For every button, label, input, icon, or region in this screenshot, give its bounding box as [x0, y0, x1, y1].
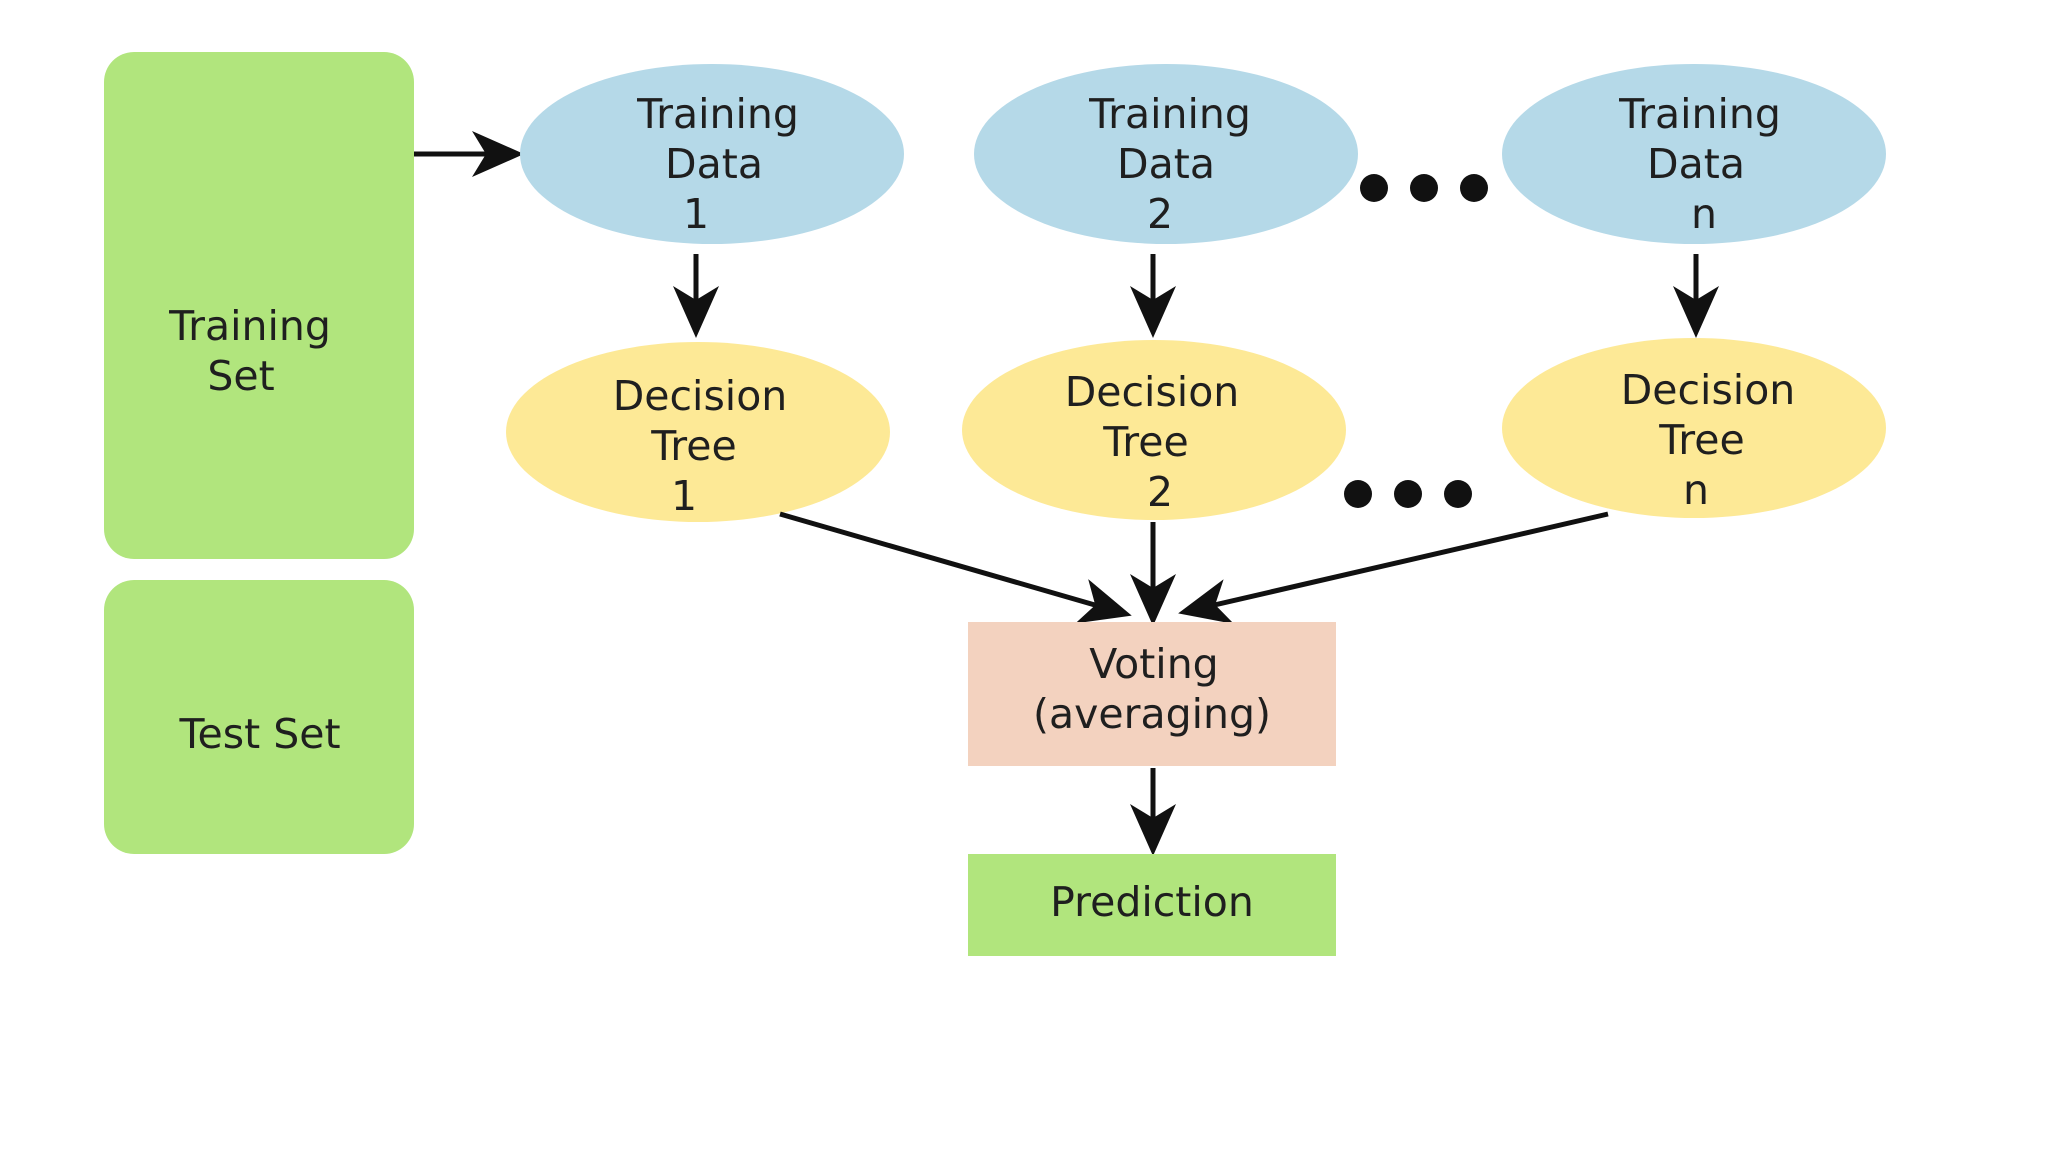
training-data-node-1: Training Data 1 — [520, 64, 904, 244]
voting-label-line1: Voting — [1089, 640, 1218, 688]
prediction-label: Prediction — [1050, 878, 1254, 926]
training-data-1-line2: Data — [665, 140, 763, 188]
decision-tree-1-line1: Decision — [613, 372, 788, 420]
training-data-n-line1: Training — [1618, 90, 1781, 138]
decision-tree-node-2: Decision Tree 2 — [962, 340, 1346, 520]
training-data-node-2: Training Data 2 — [974, 64, 1358, 244]
prediction-shape — [968, 854, 1336, 956]
decision-tree-n-line1: Decision — [1621, 366, 1796, 414]
test-set-label: Test Set — [178, 710, 340, 758]
training-data-1-line3: 1 — [683, 190, 709, 238]
training-data-node-n: Training Data n — [1502, 64, 1886, 244]
training-data-2-line1: Training — [1088, 90, 1251, 138]
training-set-box: Training Set — [104, 52, 414, 559]
training-set-label-line1: Training — [168, 302, 331, 350]
decision-tree-shape-2 — [962, 340, 1346, 520]
training-set-shape — [104, 52, 414, 559]
training-data-2-line2: Data — [1117, 140, 1215, 188]
voting-box: Voting (averaging) — [968, 622, 1336, 766]
arrow-tree-1-to-voting — [779, 511, 1132, 624]
decision-tree-1-line3: 1 — [671, 472, 697, 520]
decision-tree-n-line2: Tree — [1658, 416, 1744, 464]
training-data-2-line3: 2 — [1147, 190, 1173, 238]
decision-tree-node-1: Decision Tree 1 — [506, 342, 890, 522]
decision-tree-shape-1 — [506, 342, 890, 522]
decision-tree-shape-n — [1502, 338, 1886, 518]
prediction-box: Prediction — [968, 854, 1336, 956]
decision-tree-2-line1: Decision — [1065, 368, 1240, 416]
training-data-shape-n — [1502, 64, 1886, 244]
decision-tree-2-line3: 2 — [1147, 468, 1173, 516]
training-set-label-line2: Set — [207, 352, 274, 400]
test-set-shape — [104, 580, 414, 854]
voting-label-line2: (averaging) — [1033, 690, 1271, 738]
arrow-tree-n-to-voting — [1178, 511, 1609, 625]
training-data-shape-1 — [520, 64, 904, 244]
decision-tree-2-line2: Tree — [1102, 418, 1188, 466]
ellipsis-dots-decision-trees — [1344, 480, 1472, 508]
training-data-n-line3: n — [1691, 190, 1717, 238]
training-data-n-line2: Data — [1647, 140, 1745, 188]
decision-tree-node-n: Decision Tree n — [1502, 338, 1886, 518]
decision-tree-n-line3: n — [1683, 466, 1709, 514]
voting-shape — [968, 622, 1336, 766]
decision-tree-1-line2: Tree — [650, 422, 736, 470]
training-data-1-line1: Training — [636, 90, 799, 138]
test-set-box: Test Set — [104, 580, 414, 854]
ellipsis-dots-training-data — [1360, 174, 1488, 202]
training-data-shape-2 — [974, 64, 1358, 244]
